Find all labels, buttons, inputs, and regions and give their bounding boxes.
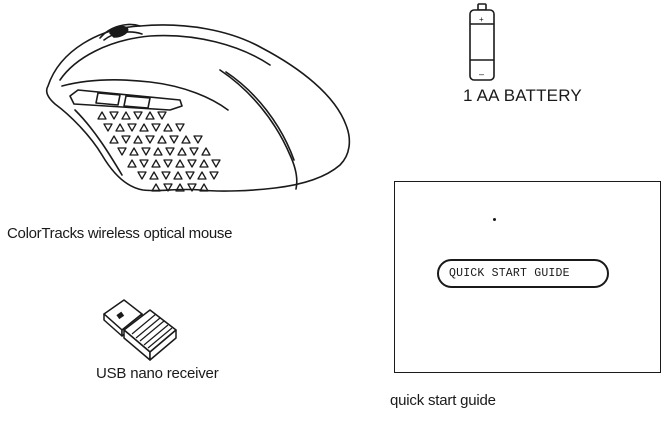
grip-triangle [193, 135, 203, 144]
grip-triangle [141, 147, 151, 156]
grip-triangle [161, 171, 171, 180]
grip-triangle [163, 183, 173, 192]
grip-triangle [109, 111, 119, 120]
grip-triangle [151, 183, 161, 192]
receiver-label: USB nano receiver [96, 365, 219, 382]
battery-label: 1 AA BATTERY [463, 86, 582, 105]
grip-triangle [197, 171, 207, 180]
grip-triangle [115, 123, 125, 132]
grip-triangle [145, 135, 155, 144]
grip-triangle [209, 171, 219, 180]
grip-triangle [103, 123, 113, 132]
grip-triangle [145, 111, 155, 120]
grip-triangle [199, 159, 209, 168]
grip-triangle [137, 171, 147, 180]
grip-triangle [187, 183, 197, 192]
svg-text:+: + [479, 15, 484, 24]
booklet-cover-title: QUICK START GUIDE [437, 259, 609, 288]
grip-triangle [199, 183, 209, 192]
grip-triangle [121, 135, 131, 144]
grip-triangle [175, 123, 185, 132]
quick-start-guide-booklet: QUICK START GUIDE [394, 181, 661, 373]
grip-triangle [133, 111, 143, 120]
grip-triangle [185, 171, 195, 180]
grip-triangle [149, 171, 159, 180]
grip-triangle [175, 183, 185, 192]
grip-triangle [139, 123, 149, 132]
grip-triangle [177, 147, 187, 156]
grip-triangle [201, 147, 211, 156]
grip-triangle [117, 147, 127, 156]
grip-triangle [211, 159, 221, 168]
svg-text:–: – [479, 69, 484, 79]
grip-triangle [169, 135, 179, 144]
grip-triangle [175, 159, 185, 168]
grip-triangle [187, 159, 197, 168]
grip-triangle [121, 111, 131, 120]
grip-triangle [189, 147, 199, 156]
grip-triangle [151, 159, 161, 168]
grip-triangle [181, 135, 191, 144]
booklet-dot-icon [493, 218, 496, 221]
grip-triangle [163, 159, 173, 168]
grip-triangle [129, 147, 139, 156]
grip-triangle [157, 111, 167, 120]
grip-triangle [151, 123, 161, 132]
grip-triangle [97, 111, 107, 120]
grip-triangle [133, 135, 143, 144]
grip-triangle [127, 123, 137, 132]
grip-triangle [157, 135, 167, 144]
grip-triangle [127, 159, 137, 168]
grip-triangle [173, 171, 183, 180]
mouse-label: ColorTracks wireless optical mouse [7, 225, 233, 242]
grip-triangle [163, 123, 173, 132]
grip-triangle [139, 159, 149, 168]
grip-triangle [165, 147, 175, 156]
guide-label: quick start guide [390, 392, 496, 409]
grip-triangle [109, 135, 119, 144]
grip-triangle [153, 147, 163, 156]
